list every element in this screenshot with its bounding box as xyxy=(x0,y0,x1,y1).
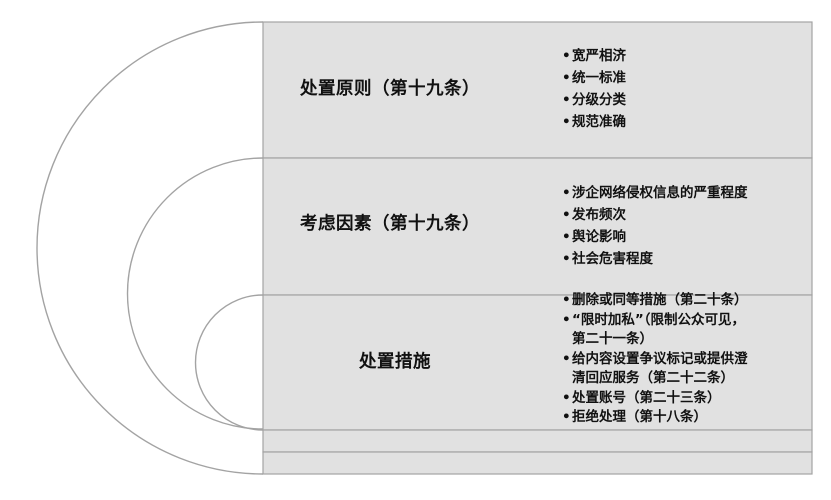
list-item: “限时加私”（限制公众可见， 第二十一条） xyxy=(562,311,748,350)
outer-arc xyxy=(36,21,264,475)
list-item-line: 删除或同等措施（第二十条） xyxy=(572,292,748,308)
list-item: 删除或同等措施（第二十条） xyxy=(562,291,748,311)
list-item-line: 处置账号（第二十三条） xyxy=(572,389,721,406)
list-item: 舆论影响 xyxy=(562,226,748,248)
heading-measures: 处置措施 xyxy=(359,352,431,372)
panel-empty-2 xyxy=(262,451,813,475)
list-item: 发布频次 xyxy=(562,204,748,226)
list-item: 给内容设置争议标记或提供澄 清回应服务（第二十二条） xyxy=(562,350,748,389)
list-item-line: 第二十一条） xyxy=(572,331,653,347)
list-item: 规范准确 xyxy=(562,111,626,133)
heading-factors: 考虑因素（第十九条） xyxy=(300,214,480,234)
inner-arc xyxy=(194,294,264,431)
list-item: 宽严相济 xyxy=(562,45,626,67)
list-measures: 删除或同等措施（第二十条） “限时加私”（限制公众可见， 第二十一条） 给内容设… xyxy=(562,291,748,428)
middle-arc xyxy=(126,157,264,430)
list-item-line: 清回应服务（第二十二条） xyxy=(572,370,734,386)
list-item-line: 给内容设置争议标记或提供澄 xyxy=(572,350,748,367)
list-item: 处置账号（第二十三条） xyxy=(562,389,748,409)
list-item-line: “限时加私”（限制公众可见， xyxy=(572,311,745,328)
list-item: 拒绝处理（第十八条） xyxy=(562,408,748,428)
list-item: 统一标准 xyxy=(562,67,626,89)
list-item-line: 拒绝处理（第十八条） xyxy=(572,409,707,425)
list-factors: 涉企网络侵权信息的严重程度 发布频次 舆论影响 社会危害程度 xyxy=(562,182,748,270)
list-principles: 宽严相济 统一标准 分级分类 规范准确 xyxy=(562,45,626,133)
heading-principles: 处置原则（第十九条） xyxy=(300,79,480,99)
panel-empty-1 xyxy=(262,429,813,453)
list-item: 涉企网络侵权信息的严重程度 xyxy=(562,182,748,204)
panel-principles xyxy=(262,21,813,159)
list-item: 社会危害程度 xyxy=(562,248,748,270)
list-item: 分级分类 xyxy=(562,89,626,111)
